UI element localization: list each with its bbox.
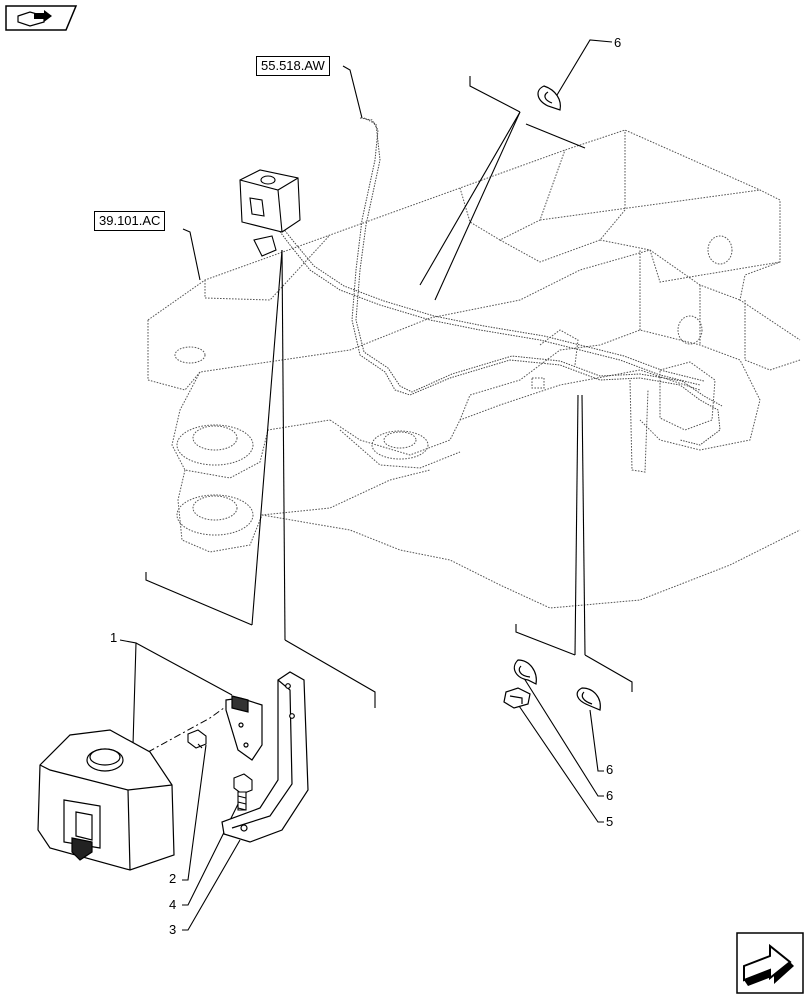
bolt-small xyxy=(187,729,207,749)
bolt-large xyxy=(233,773,253,811)
callout-1: 1 xyxy=(110,630,118,645)
reference-label-top[interactable]: 55.518.AW xyxy=(256,56,330,76)
machine-frame xyxy=(147,129,801,609)
book-arrow-icon[interactable] xyxy=(4,4,78,32)
next-page-arrow-icon[interactable] xyxy=(736,932,804,994)
leader-lines xyxy=(119,39,633,931)
callout-6-a: 6 xyxy=(606,762,614,777)
callout-6-top: 6 xyxy=(614,35,622,50)
bracket-part xyxy=(221,671,309,843)
mounting-plate xyxy=(225,695,263,761)
washer-hose xyxy=(274,117,723,446)
callout-5: 5 xyxy=(606,814,614,829)
callout-3: 3 xyxy=(169,922,177,937)
clamp-parts xyxy=(503,85,601,711)
callout-6-b: 6 xyxy=(606,788,614,803)
reference-label-left[interactable]: 39.101.AC xyxy=(94,211,166,231)
installed-reservoir xyxy=(239,169,301,257)
reservoir-part xyxy=(37,729,175,871)
callout-4: 4 xyxy=(169,897,177,912)
callout-2: 2 xyxy=(169,871,177,886)
